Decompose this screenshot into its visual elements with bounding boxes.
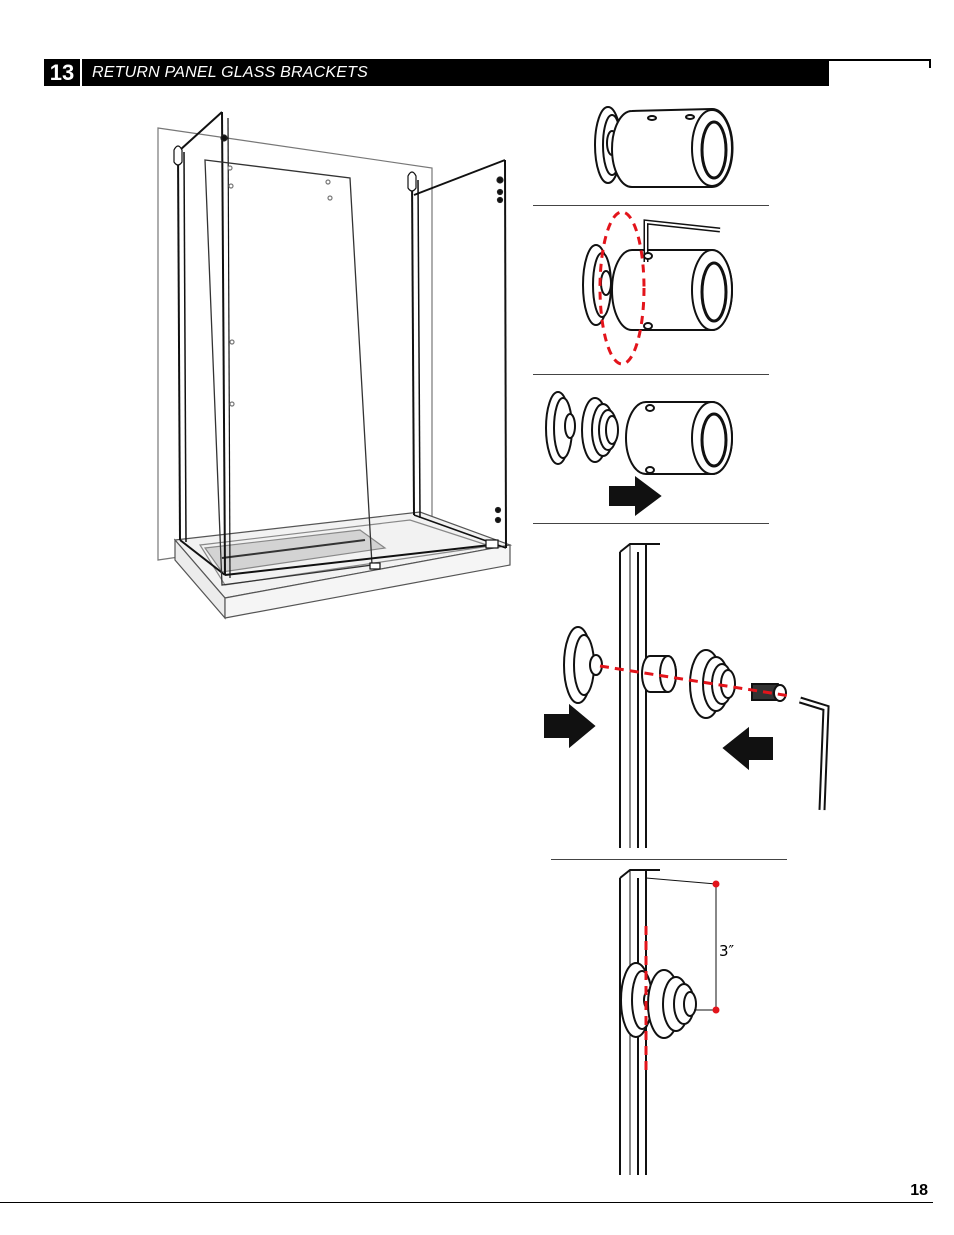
- bracket-separate-detail: [546, 392, 732, 514]
- bracket-assembled-detail: [595, 107, 733, 187]
- direction-arrow-left: [724, 729, 772, 768]
- bracket-loosen-detail: [583, 212, 732, 364]
- footer-rule: [0, 1202, 933, 1203]
- dimension-label: 3″: [719, 942, 734, 960]
- page-number: 18: [880, 1182, 928, 1200]
- bracket-installed-detail: [620, 870, 719, 1175]
- shower-enclosure-drawing: [158, 112, 510, 618]
- direction-arrow-right: [610, 478, 660, 514]
- bracket-mount-detail: [545, 544, 826, 848]
- direction-arrow-right: [545, 706, 594, 746]
